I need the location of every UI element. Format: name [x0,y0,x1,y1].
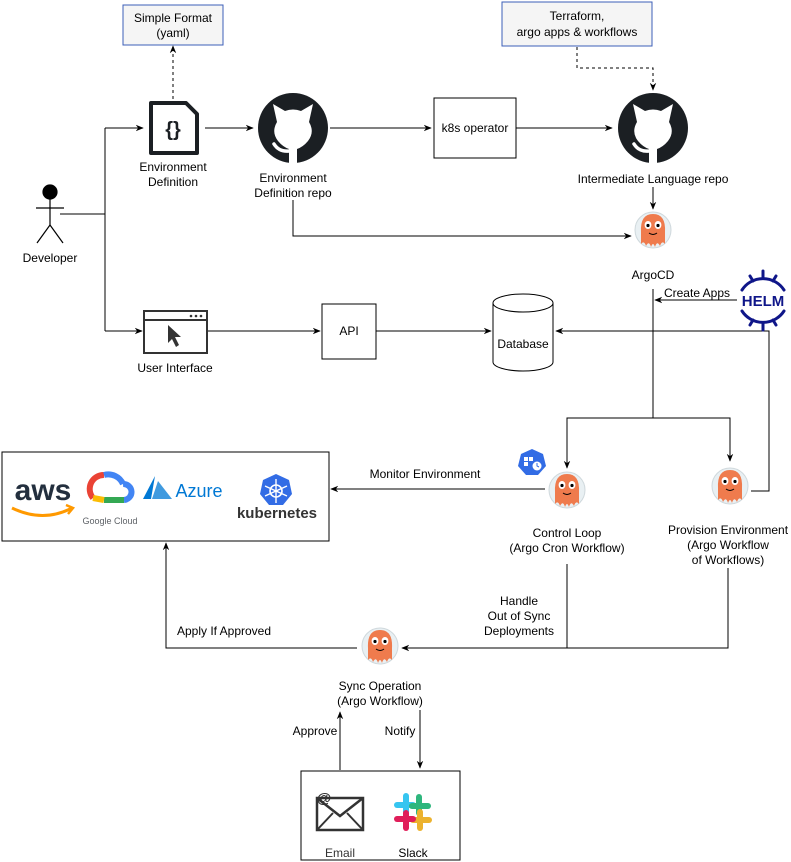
handle-out-of-sync-line2: Out of Sync [488,609,551,623]
handle-out-of-sync-line1: Handle [500,594,538,608]
edge-env-def-repo-to-argocd [292,200,632,240]
slack-logo-icon [394,793,432,831]
intermediate-repo-label: Intermediate Language repo [578,172,729,186]
notify-label: Notify [385,724,416,738]
env-definition-repo-node: Environment Definition repo [254,91,332,200]
kubernetes-logo: kubernetes [237,474,317,522]
create-apps-label: Create Apps [664,286,730,300]
k8s-operator-node: k8s operator [433,97,517,159]
developer-node: Developer [23,184,78,265]
cloud-providers-box: aws Google Cloud Azure [1,451,330,542]
approve-label: Approve [293,724,338,738]
edge-terraform-note-to-intermediate-repo [576,47,657,91]
kubernetes-logo-text: kubernetes [237,505,317,522]
browser-window-icon [143,310,208,354]
stick-figure-icon [36,184,64,244]
edge-provision-env-to-database [555,327,770,492]
user-interface-label: User Interface [137,361,213,375]
env-definition-label-line1: Environment [139,160,207,174]
api-label: API [339,324,358,338]
provision-env-label-line2: (Argo Workflow [687,538,769,552]
sync-operation-label-line2: (Argo Workflow) [337,694,423,708]
helm-logo-text: HELM [742,293,785,310]
argo-octopus-icon [711,467,749,505]
edge-provision-env-to-sync [567,568,729,649]
slack-label: Slack [398,846,428,860]
k8s-operator-label: k8s operator [442,121,509,135]
svg-text:{}: {} [165,119,181,141]
argocd-node: ArgoCD [632,211,675,282]
user-interface-node: User Interface [137,310,213,375]
sync-operation-label-line1: Sync Operation [339,679,422,693]
provision-env-node: Provision Environment (Argo Workflow of … [668,467,789,567]
terraform-note-line2: argo apps & workflows [517,25,638,39]
api-node: API [321,303,377,360]
helm-logo: HELM [740,269,786,332]
terraform-note: Terraform, argo apps & workflows [501,1,653,47]
email-envelope-icon: @ [315,790,365,832]
google-cloud-logo: Google Cloud [82,471,138,526]
email-label: Email [325,846,355,860]
argo-octopus-icon [634,211,672,249]
notification-box: @ Email Slack [300,770,461,861]
apply-if-approved-label: Apply If Approved [177,624,271,638]
argo-octopus-icon [361,627,399,665]
simple-format-note-line2: (yaml) [156,26,189,40]
file-braces-icon: {} [149,101,199,155]
database-label: Database [497,337,549,351]
control-loop-label-line2: (Argo Cron Workflow) [509,541,624,555]
simple-format-note-line1: Simple Format [134,11,213,25]
database-cylinder-icon [492,293,554,372]
simple-format-note: Simple Format (yaml) [122,4,224,46]
provision-env-label-line3: of Workflows) [692,553,764,567]
env-definition-label-line2: Definition [148,175,198,189]
kubernetes-cronjob-icon [518,449,546,475]
intermediate-repo-node: Intermediate Language repo [578,91,729,186]
google-cloud-logo-text: Google Cloud [82,516,137,526]
github-octocat-icon [256,91,330,165]
edge-argocd-to-provision-env [653,417,734,462]
database-node: Database [492,293,554,372]
argo-octopus-icon [548,471,586,509]
provision-env-label-line1: Provision Environment [668,523,789,537]
env-definition-repo-label-line2: Definition repo [254,186,332,200]
svg-text:@: @ [317,790,332,807]
control-loop-node: Control Loop (Argo Cron Workflow) [509,449,625,555]
edges [60,45,770,770]
terraform-note-line1: Terraform, [550,9,605,23]
handle-out-of-sync-label: Handle Out of Sync Deployments [484,594,554,638]
sync-operation-node: Sync Operation (Argo Workflow) [337,627,423,708]
edge-sync-to-cloud [162,542,357,649]
argocd-label: ArgoCD [632,268,675,282]
aws-logo: aws [11,474,76,517]
developer-label: Developer [23,251,78,265]
control-loop-label-line1: Control Loop [533,526,602,540]
env-definition-node: {} Environment Definition [139,101,207,189]
edge-argocd-to-control-loop [563,417,653,469]
azure-logo: Azure [143,476,223,501]
env-definition-repo-label-line1: Environment [259,171,327,185]
azure-logo-text: Azure [175,481,222,501]
monitor-environment-label: Monitor Environment [370,467,481,481]
github-octocat-icon [616,91,690,165]
aws-logo-text: aws [15,474,72,507]
handle-out-of-sync-line3: Deployments [484,624,554,638]
